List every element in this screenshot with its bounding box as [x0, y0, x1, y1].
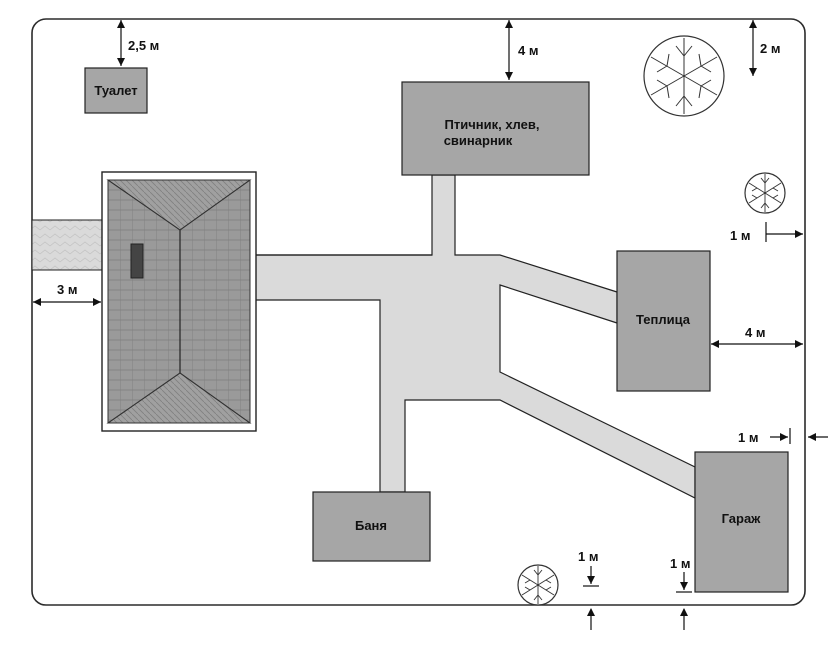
bathhouse-label: Баня	[355, 518, 387, 533]
greenhouse-label: Теплица	[636, 312, 691, 327]
tree-icon	[744, 172, 786, 214]
dimension-greenhouse-right: 4 м	[711, 325, 803, 348]
dim-label: 3 м	[57, 282, 77, 297]
dim-label: 2,5 м	[128, 38, 159, 53]
dim-label: 4 м	[518, 43, 538, 58]
garage: Гараж	[694, 451, 789, 593]
dim-label: 1 м	[670, 556, 690, 571]
dim-label: 1 м	[738, 430, 758, 445]
garage-label: Гараж	[722, 511, 762, 526]
tree-icon	[517, 564, 559, 606]
dim-label: 4 м	[745, 325, 765, 340]
dim-label: 2 м	[760, 41, 780, 56]
greenhouse: Теплица	[616, 250, 711, 392]
bathhouse: Баня	[312, 491, 431, 562]
dim-label: 1 м	[578, 549, 598, 564]
toilet: Туалет	[84, 67, 148, 114]
tree-icon	[643, 35, 725, 117]
dim-label: 1 м	[730, 228, 750, 243]
poultry-label-line2: свинарник	[444, 133, 513, 148]
dimension-garage-bottom: 1 м	[670, 556, 692, 630]
toilet-label: Туалет	[94, 83, 137, 98]
dimension-poultry-top: 4 м	[505, 20, 538, 80]
poultry-label-line1: Птичник, хлев,	[445, 117, 540, 132]
house	[101, 171, 257, 432]
dimension-tree-top: 2 м	[749, 20, 780, 76]
dimension-toilet-top: 2,5 м	[117, 20, 159, 66]
entrance-path	[31, 219, 105, 271]
chimney	[130, 243, 144, 279]
dimension-house-left: 3 м	[33, 282, 101, 306]
dimension-tree-bottom: 1 м	[578, 549, 599, 630]
poultry-house: Птичник, хлев, свинарник	[401, 81, 590, 176]
dimension-garage-right: 1 м	[738, 428, 828, 445]
dimension-tree-right: 1 м	[730, 222, 803, 243]
